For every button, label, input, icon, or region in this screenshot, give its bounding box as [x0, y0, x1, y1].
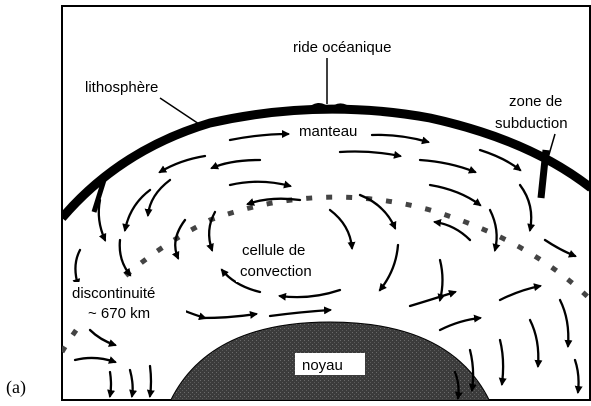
- lithosphere-label: lithosphère: [85, 79, 158, 96]
- mantle-label: manteau: [299, 123, 357, 140]
- core-label: noyau: [302, 357, 343, 374]
- cell-label-2: convection: [240, 263, 312, 280]
- subduction-label-1: zone de: [509, 93, 562, 110]
- panel-label: (a): [6, 377, 26, 398]
- subduction-slab: [541, 150, 546, 198]
- discont-label-1: discontinuité: [72, 285, 155, 302]
- convection-arrow: [150, 366, 151, 396]
- subduction-label-2: subduction: [495, 115, 568, 132]
- discont-label-2: ~ 670 km: [88, 305, 150, 322]
- cell-label-1: cellule de: [242, 242, 305, 259]
- convection-arrow: [110, 372, 111, 396]
- ridge-label: ride océanique: [293, 39, 391, 56]
